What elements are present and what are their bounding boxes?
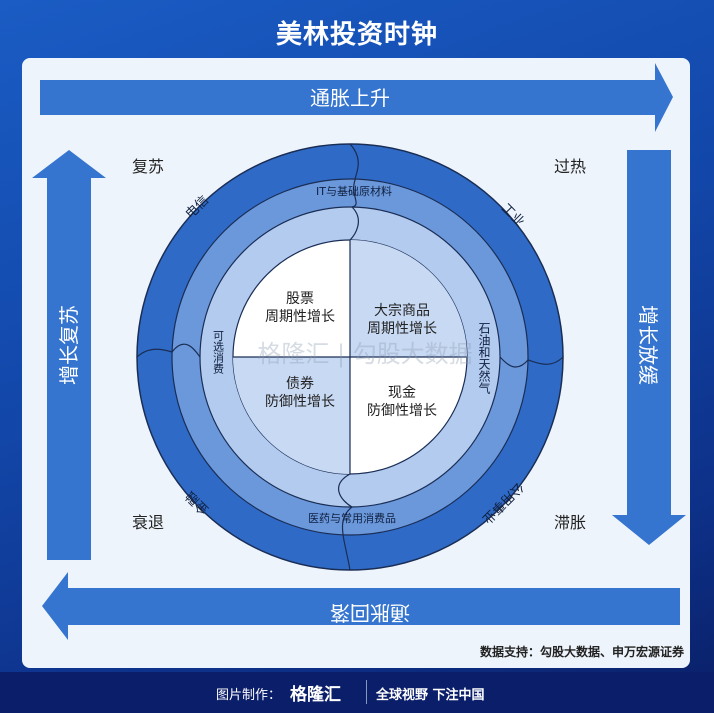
arrow-label-right: 增长放缓 bbox=[636, 305, 660, 385]
page-title: 美林投资时钟 bbox=[275, 20, 438, 50]
quadrant-shade-bottom-left bbox=[233, 357, 350, 474]
arrow-inflation-down bbox=[42, 572, 680, 640]
asset-bonds: 债券 bbox=[286, 376, 314, 392]
footer-slogan: 全球视野 下注中国 bbox=[376, 688, 485, 703]
ring-seam bbox=[349, 206, 359, 241]
data-source: 数据支持：勾股大数据、申万宏源证券 bbox=[479, 645, 684, 659]
arrow-growth-recovery bbox=[32, 150, 106, 560]
sector-healthcare-staples: 医药与常用消费品 bbox=[308, 511, 396, 525]
asset-cash: 现金 bbox=[388, 385, 416, 401]
footer-logo: 格隆汇 bbox=[290, 685, 341, 705]
arrow-label-bottom: 通胀回落 bbox=[330, 601, 410, 625]
sector-oil-gas: 石油和天然气 bbox=[477, 322, 491, 394]
asset-stocks: 股票 bbox=[286, 291, 314, 307]
arrow-label-left: 增长复苏 bbox=[57, 305, 81, 385]
footer: 图片制作： 格隆汇 全球视野 下注中国 bbox=[0, 672, 714, 713]
arrow-inflation-up bbox=[40, 63, 673, 132]
asset-commodities: 大宗商品 bbox=[374, 303, 430, 319]
sector-it-materials: IT与基础原材料 bbox=[316, 184, 392, 198]
ring-seam bbox=[338, 473, 354, 571]
phase-overheat: 过热 bbox=[554, 157, 586, 176]
arrow-label-top: 通胀上升 bbox=[310, 86, 390, 110]
ring-seam bbox=[499, 356, 564, 368]
watermark: 格隆汇 | 勾股大数据 bbox=[257, 340, 472, 368]
asset-stocks-desc: 周期性增长 bbox=[265, 309, 335, 325]
phase-recovery: 复苏 bbox=[132, 157, 164, 176]
sector-consumer-discretionary: 可选消费 bbox=[212, 330, 225, 375]
quadrant-shade-top-right bbox=[350, 240, 467, 357]
footer-made-by: 图片制作： bbox=[216, 688, 282, 703]
asset-cash-desc: 防御性增长 bbox=[367, 403, 437, 419]
asset-bonds-desc: 防御性增长 bbox=[265, 394, 335, 410]
footer-divider bbox=[366, 680, 367, 704]
ring-seam bbox=[136, 343, 201, 358]
phase-stagflation: 滞胀 bbox=[554, 513, 586, 532]
phase-recession: 衰退 bbox=[132, 513, 164, 532]
asset-commodities-desc: 周期性增长 bbox=[367, 321, 437, 337]
ring-seam bbox=[349, 143, 359, 208]
arrow-growth-slowing bbox=[612, 150, 686, 545]
